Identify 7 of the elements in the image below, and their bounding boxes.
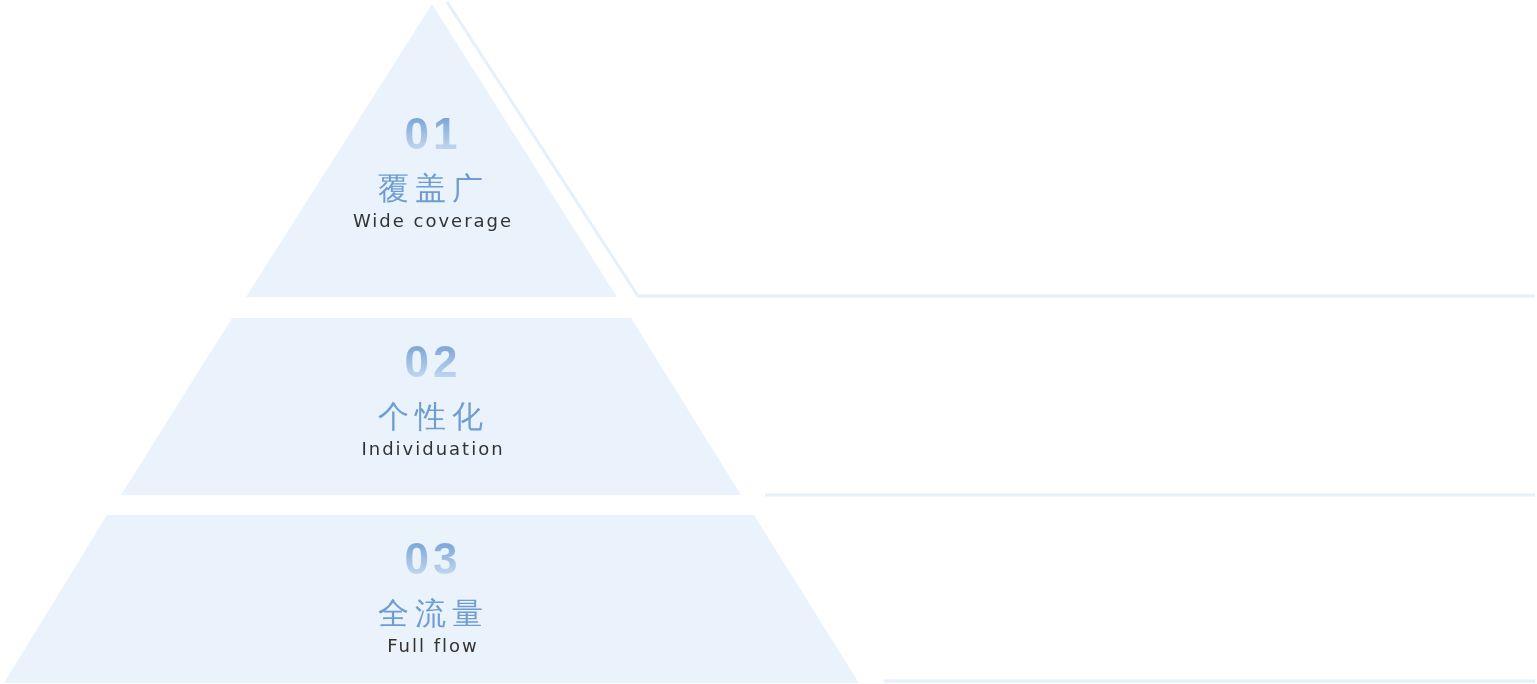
tier-subtitle: Individuation <box>361 438 505 460</box>
tier-title: 个性化 <box>377 398 489 434</box>
tier-title: 全流量 <box>377 595 489 631</box>
tier-subtitle: Full flow <box>387 635 479 657</box>
pyramid-tier <box>246 4 617 297</box>
tier-subtitle: Wide coverage <box>352 210 514 232</box>
tier-title: 覆盖广 <box>377 170 489 206</box>
